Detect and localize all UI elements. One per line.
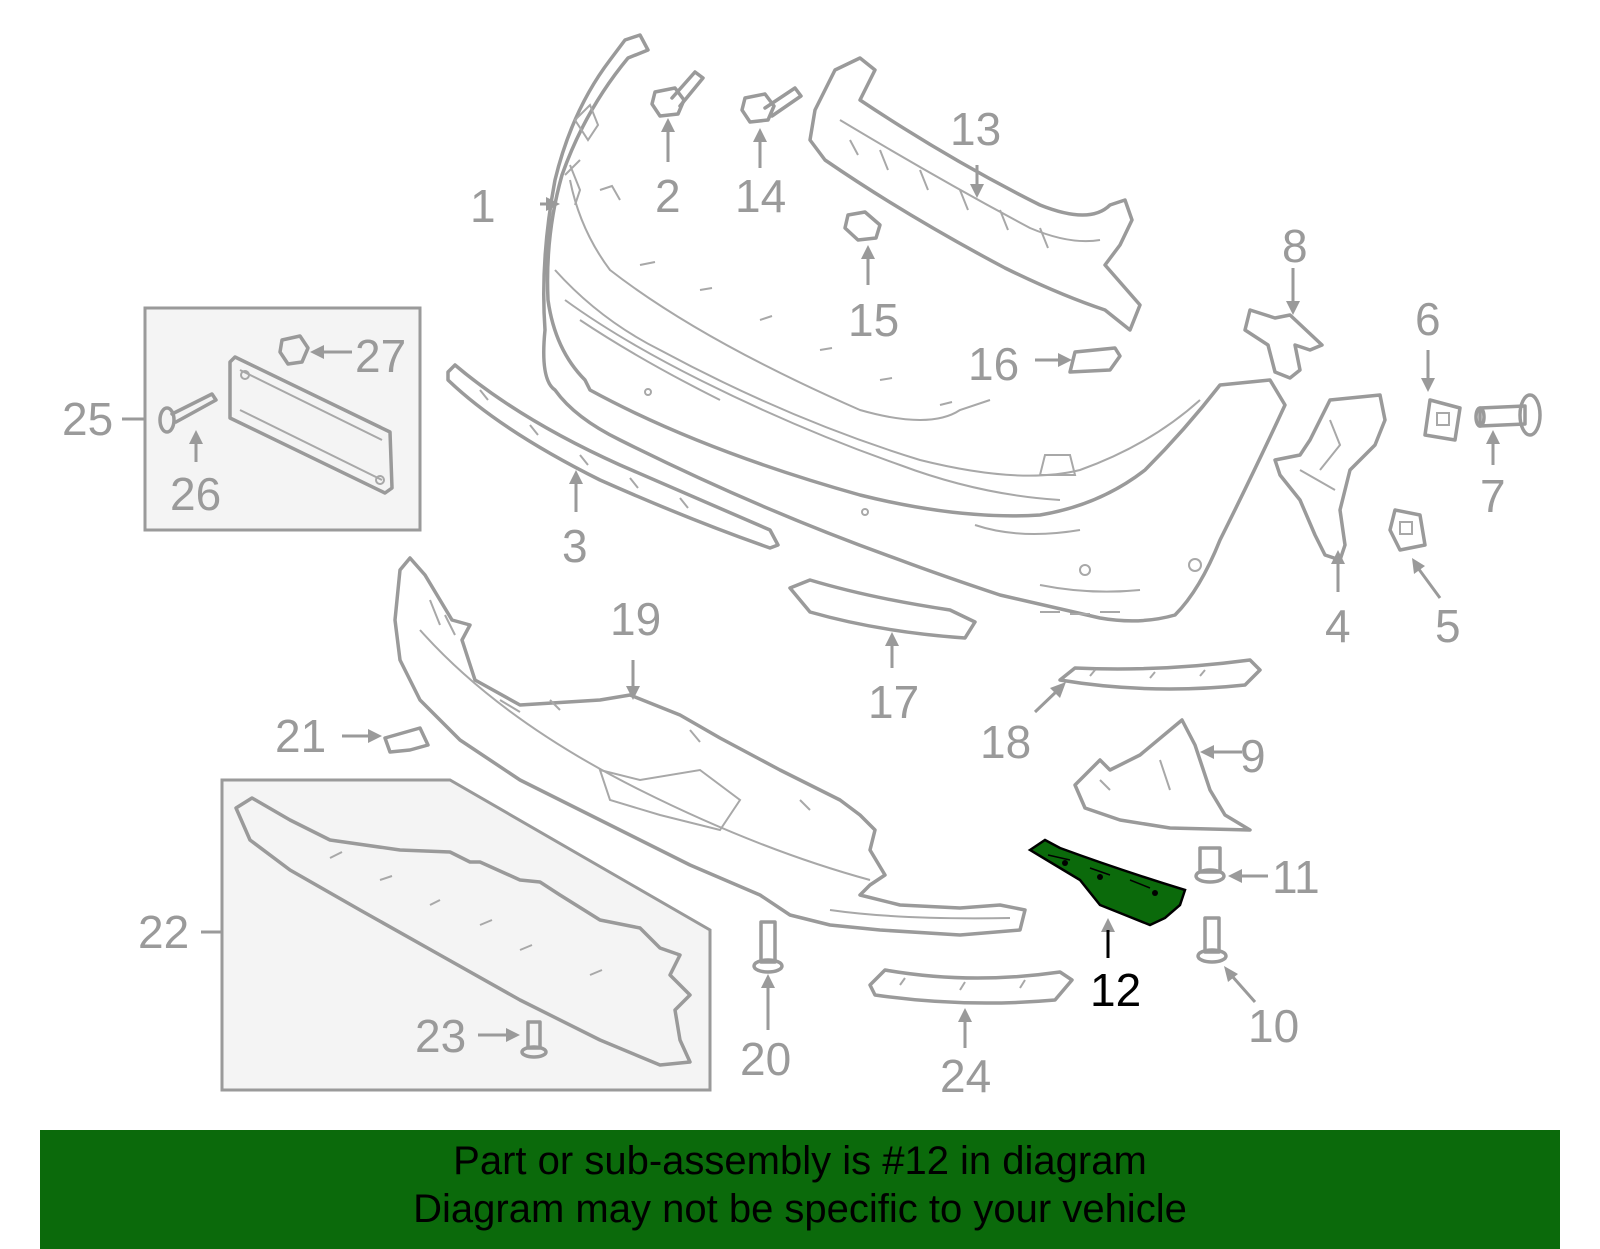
callout-10: 10 bbox=[1248, 1000, 1299, 1052]
callout-19: 19 bbox=[610, 593, 661, 645]
banner-line-1: Part or sub-assembly is #12 in diagram bbox=[453, 1139, 1147, 1183]
part-24-trim bbox=[868, 968, 1074, 1005]
callout-7: 7 bbox=[1480, 470, 1506, 522]
part-14-bolt bbox=[740, 86, 803, 124]
part-21-clip bbox=[383, 726, 430, 754]
inset-25 bbox=[143, 306, 422, 532]
inset-22 bbox=[220, 778, 712, 1092]
callout-24: 24 bbox=[940, 1050, 991, 1102]
callout-18: 18 bbox=[980, 716, 1031, 768]
notice-banner: Part or sub-assembly is #12 in diagram D… bbox=[40, 1130, 1560, 1249]
callout-26: 26 bbox=[170, 468, 221, 520]
part-3-trim-strip bbox=[446, 363, 780, 550]
banner-line-2: Diagram may not be specific to your vehi… bbox=[413, 1187, 1187, 1231]
part-20-bolt bbox=[752, 920, 784, 974]
callout-6: 6 bbox=[1415, 293, 1441, 345]
callout-2: 2 bbox=[655, 170, 681, 222]
part-17-trim bbox=[788, 578, 977, 640]
callout-12: 12 bbox=[1090, 964, 1141, 1016]
part-10-bolt bbox=[1196, 916, 1228, 964]
callout-4: 4 bbox=[1325, 600, 1351, 652]
part-19-lower-shield bbox=[393, 556, 1027, 937]
part-2-bolt bbox=[650, 70, 705, 118]
part-18-trim bbox=[1058, 658, 1262, 691]
part-11-push-pin bbox=[1194, 846, 1226, 884]
part-23-push-pin bbox=[520, 1020, 548, 1059]
callout-17: 17 bbox=[868, 676, 919, 728]
callout-9: 9 bbox=[1240, 730, 1266, 782]
callout-20: 20 bbox=[740, 1033, 791, 1085]
callout-22: 22 bbox=[138, 906, 189, 958]
callout-14: 14 bbox=[735, 170, 786, 222]
callout-23: 23 bbox=[415, 1010, 466, 1062]
callout-1: 1 bbox=[470, 180, 496, 232]
callout-5: 5 bbox=[1435, 600, 1461, 652]
part-4-bracket bbox=[1273, 393, 1387, 562]
callout-21: 21 bbox=[275, 710, 326, 762]
part-12-highlighted-bracket bbox=[1027, 838, 1187, 927]
callout-16: 16 bbox=[968, 338, 1019, 390]
callout-27: 27 bbox=[355, 330, 406, 382]
part-7-push-pin bbox=[1474, 393, 1542, 437]
callout-25: 25 bbox=[62, 393, 113, 445]
part-1-bumper-cover bbox=[542, 33, 1287, 623]
callout-labels: 1 2 14 13 15 16 8 6 7 4 5 3 17 18 9 11 1… bbox=[62, 103, 1506, 1102]
part-8-bracket bbox=[1243, 308, 1324, 380]
callout-11: 11 bbox=[1272, 851, 1320, 903]
callout-3: 3 bbox=[562, 520, 588, 572]
part-15-nut bbox=[843, 210, 882, 242]
callout-8: 8 bbox=[1282, 220, 1308, 272]
part-9-deflector bbox=[1073, 718, 1252, 832]
callout-13: 13 bbox=[950, 103, 1001, 155]
part-16-cap bbox=[1068, 346, 1122, 374]
callout-arrows bbox=[122, 118, 1500, 1048]
callout-15: 15 bbox=[848, 294, 899, 346]
part-6-clip bbox=[1423, 398, 1462, 442]
part-13-reinforcement bbox=[808, 56, 1142, 332]
part-5-clip bbox=[1388, 508, 1427, 552]
